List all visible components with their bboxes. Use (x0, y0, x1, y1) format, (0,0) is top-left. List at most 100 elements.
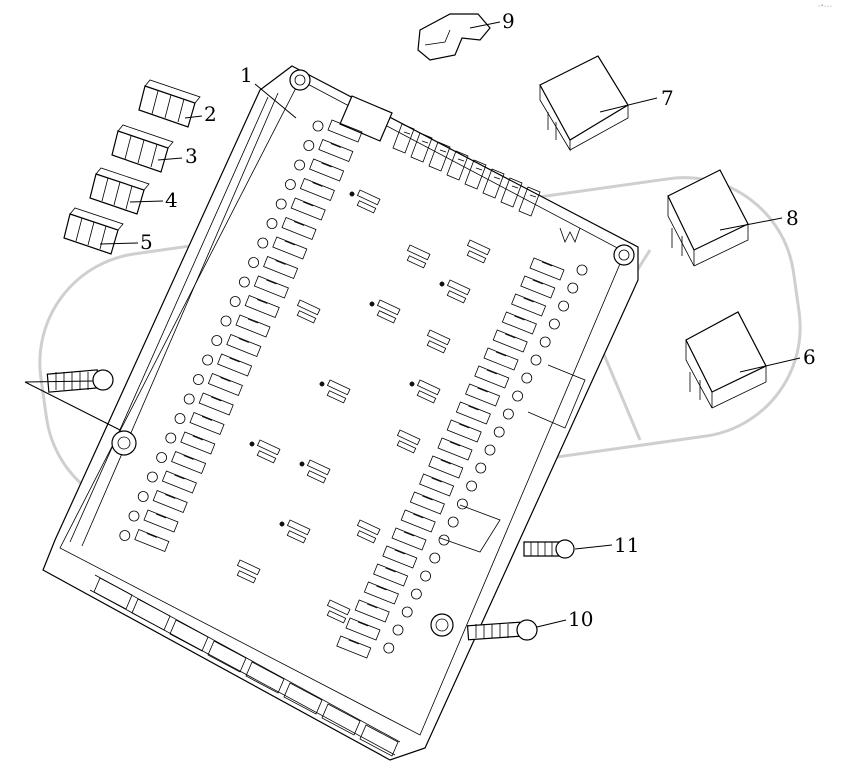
smd-component (326, 610, 347, 624)
terminal-socket (465, 383, 501, 407)
right-terminal-column (336, 257, 588, 659)
fuse-detail (403, 131, 411, 135)
blade-fuse (446, 150, 469, 181)
small-connector-3 (111, 124, 174, 173)
fuse-detail (475, 167, 483, 171)
smd-component (356, 530, 377, 544)
smd-component (426, 329, 451, 346)
socket-detail (293, 221, 305, 226)
smd-component (356, 189, 381, 206)
smd-component (376, 299, 401, 316)
smd-component (326, 390, 347, 404)
terminal-stud (202, 354, 214, 366)
socket-detail (422, 495, 433, 501)
terminal-stud (502, 408, 514, 420)
corner-mark: ◦°◦◦◦ (818, 4, 832, 10)
socket-detail (385, 567, 396, 573)
fuse-detail (493, 176, 501, 180)
terminal-stud (192, 374, 204, 385)
terminal-socket (363, 581, 399, 605)
small-connector-2 (138, 79, 201, 128)
solder-dot (409, 381, 415, 387)
terminal-socket (253, 275, 289, 299)
terminal-socket (171, 450, 207, 475)
terminal-socket (189, 411, 225, 436)
terminal-socket (373, 563, 409, 587)
terminal-socket (455, 401, 491, 425)
smd-component (396, 429, 421, 446)
terminal-stud (275, 198, 287, 210)
bottom-connector-housings (93, 577, 399, 757)
socket-detail (257, 299, 268, 304)
terminal-socket (134, 528, 170, 553)
callout-10: 10 (568, 607, 593, 631)
terminal-stud (137, 491, 149, 502)
terminal-socket (474, 365, 510, 389)
smd-component (376, 310, 397, 324)
socket-detail (201, 416, 213, 421)
socket-detail (312, 182, 323, 187)
terminal-socket (492, 329, 528, 353)
solder-dot (279, 521, 285, 527)
socket-detail (532, 279, 543, 285)
terminal-stud (456, 498, 468, 510)
terminal-socket (309, 158, 345, 182)
terminal-stud (429, 552, 441, 564)
terminal-stud (521, 372, 533, 384)
terminal-socket (529, 257, 565, 281)
socket-detail (165, 494, 176, 499)
terminal-stud (229, 296, 241, 307)
smd-component (446, 290, 467, 304)
solder-dot (249, 441, 255, 447)
terminal-socket (198, 392, 234, 416)
socket-detail (146, 533, 157, 538)
terminal-stud (466, 480, 478, 492)
relay-8 (667, 169, 749, 267)
connector-housing (93, 577, 133, 610)
smd-component (466, 250, 487, 264)
callout-7: 7 (661, 86, 674, 110)
terminal-stud (156, 452, 168, 463)
socket-detail (339, 123, 351, 129)
fuse-detail (421, 140, 429, 144)
socket-detail (468, 405, 479, 411)
terminal-stud (257, 237, 269, 249)
terminal-socket (354, 599, 390, 623)
connector-housing (283, 682, 323, 715)
terminal-socket (446, 419, 482, 443)
terminal-socket (336, 635, 372, 659)
terminal-stud (248, 257, 260, 268)
smd-component (426, 340, 447, 354)
small-connector-4 (89, 167, 150, 215)
socket-detail (357, 621, 369, 627)
connector-housing (359, 724, 399, 757)
terminal-stud (284, 179, 296, 190)
terminal-stud (420, 570, 432, 582)
smd-component (296, 299, 321, 316)
callout-6: 6 (803, 345, 816, 369)
terminal-socket (161, 470, 197, 494)
terminal-stud (238, 276, 250, 288)
terminal-stud (183, 393, 195, 405)
socket-detail (155, 513, 167, 519)
smd-component (446, 279, 471, 296)
socket-detail (413, 513, 424, 519)
smd-component (286, 530, 307, 544)
relay-6 (685, 311, 767, 409)
terminal-socket (299, 177, 335, 202)
blade-fuse (518, 186, 541, 217)
terminal-socket (419, 473, 455, 497)
terminal-stud (401, 606, 413, 618)
callout-8: 8 (786, 206, 799, 230)
socket-detail (541, 261, 553, 267)
blade-fuse (428, 141, 451, 172)
smd-component (296, 310, 317, 324)
terminal-socket (382, 545, 418, 569)
terminal-stud (530, 354, 542, 366)
socket-detail (303, 201, 314, 207)
terminal-socket (272, 236, 308, 260)
terminal-stud (558, 300, 569, 312)
socket-detail (321, 162, 332, 168)
